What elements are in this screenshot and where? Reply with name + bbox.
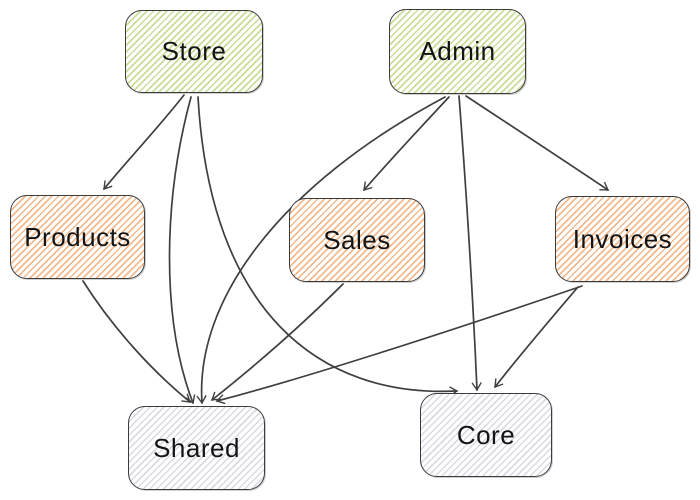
- edge-store-to-core: [197, 96, 459, 397]
- node-sales: Sales: [289, 198, 425, 282]
- node-admin: Admin: [389, 9, 526, 94]
- edge-products-to-shared: [82, 280, 192, 403]
- node-invoices: Invoices: [555, 196, 690, 282]
- edge-invoices-to-shared: [215, 285, 583, 405]
- edge-admin-to-sales: [363, 96, 450, 191]
- node-label-products: Products: [24, 221, 131, 252]
- node-core: Core: [420, 393, 552, 477]
- node-label-invoices: Invoices: [572, 223, 673, 254]
- edge-store-to-products: [103, 94, 185, 191]
- edge-invoices-to-core: [494, 286, 579, 389]
- node-label-store: Store: [161, 36, 227, 66]
- edge-admin-to-core: [458, 95, 482, 392]
- node-label-shared: Shared: [153, 432, 240, 463]
- node-products: Products: [10, 195, 145, 279]
- edge-admin-to-shared: [196, 96, 446, 405]
- node-label-admin: Admin: [419, 36, 496, 66]
- edge-store-to-shared: [168, 96, 196, 405]
- edge-admin-to-invoices: [465, 95, 610, 191]
- node-label-core: Core: [456, 419, 516, 450]
- node-store: Store: [125, 10, 263, 93]
- node-shared: Shared: [128, 406, 265, 490]
- edge-sales-to-shared: [210, 283, 344, 401]
- node-label-sales: Sales: [323, 224, 391, 255]
